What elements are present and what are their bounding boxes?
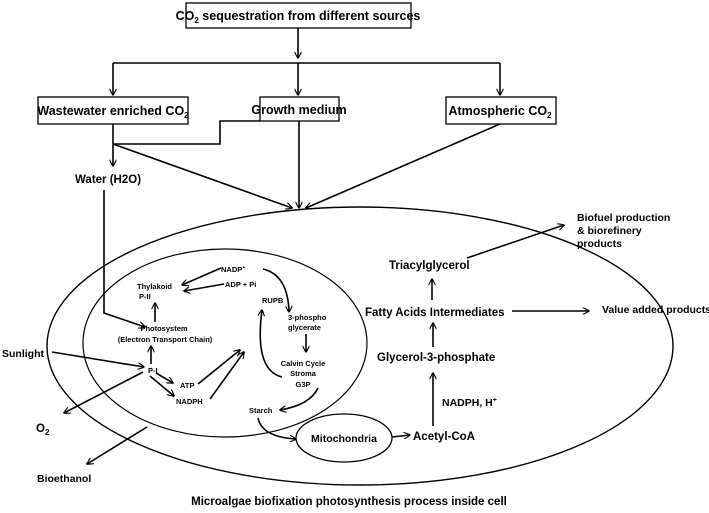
- growth-medium-label: Growth medium: [251, 103, 346, 117]
- mitochondria-label: Mitochondria: [311, 433, 377, 445]
- bioethanol-label: Bioethanol: [37, 473, 91, 485]
- nadph-label: NADPH: [176, 397, 203, 406]
- phosphoglycerate-label-2: glycerate: [288, 323, 321, 332]
- atmospheric-label: Atmospheric CO2: [448, 104, 552, 120]
- mitochondria-ellipse: [295, 413, 393, 463]
- thylakoid-label: Thylakoid: [137, 282, 172, 291]
- arrow-water-to-photosystem: [103, 190, 145, 327]
- arrow-wastewater-to-cell: [112, 143, 292, 208]
- adp-pi-label: ADP + Pi: [225, 280, 256, 289]
- nadp-label: NADP+: [221, 265, 245, 274]
- growth-to-water-connector: [113, 120, 260, 145]
- arrow-to-bioethanol: [87, 426, 148, 464]
- water-label: Water (H2O): [75, 174, 141, 186]
- biofuel-label-3: products: [577, 238, 622, 250]
- arrow-to-biofuel: [466, 225, 564, 259]
- arrow-mitochondria-to-acetyl: [391, 435, 410, 437]
- sunlight-label: Sunlight: [2, 348, 44, 360]
- diagram-caption: Microalgae biofixation photosynthesis pr…: [191, 496, 507, 508]
- title-box: [185, 2, 412, 29]
- title-text: CO2 sequestration from different sources: [176, 9, 421, 25]
- arrow-calvin-to-rupb: [260, 310, 283, 378]
- wastewater-label: Wastewater enriched CO2: [37, 104, 189, 120]
- arrow-p1-to-atp: [155, 372, 173, 383]
- arrow-g3p-to-starch: [280, 387, 319, 410]
- rupb-label: RUPB: [262, 296, 284, 305]
- arrow-starch-to-mitochondria: [257, 417, 296, 439]
- p1-label: P-I: [148, 366, 158, 375]
- calvin-cycle-label: Calvin Cycle: [281, 359, 326, 368]
- biofuel-label-1: Biofuel production: [577, 212, 670, 224]
- triacylglycerol-label: Triacylglycerol: [389, 260, 470, 272]
- value-added-label: Value added products: [602, 304, 709, 316]
- g3p-label: G3P: [295, 380, 310, 389]
- arrow-adp-to-thylakoid: [184, 283, 225, 291]
- glycerol-3-phosphate-label: Glycerol-3-phosphate: [377, 352, 495, 364]
- fatty-acids-label: Fatty Acids Intermediates: [365, 307, 505, 319]
- growth-medium-box: [259, 96, 340, 122]
- arrow-sunlight: [51, 351, 144, 367]
- atmospheric-box: [445, 96, 557, 125]
- p2-label: P-II: [139, 292, 151, 301]
- arrow-nadph-to-calvin: [209, 352, 244, 400]
- starch-label: Starch: [249, 406, 273, 415]
- arrow-to-oxygen: [64, 371, 144, 413]
- oxygen-label: O2: [36, 423, 50, 437]
- nadph-h-label: NADPH, H+: [442, 397, 497, 409]
- arrow-to-phosphoglycerate: [262, 268, 289, 312]
- phosphoglycerate-label-1: 3-phospho: [288, 313, 327, 322]
- biofuel-label-2: & biorefinery: [577, 225, 642, 237]
- arrow-atmospheric-to-cell: [306, 123, 501, 208]
- cell-membrane: [46, 206, 674, 486]
- photosystem-label: Photosystem: [140, 324, 187, 333]
- arrow-p1-to-nadph: [149, 375, 174, 396]
- etc-label: (Electron Transport Chain): [118, 335, 213, 344]
- stroma-label: Stroma: [290, 369, 317, 378]
- atp-label: ATP: [180, 381, 194, 390]
- arrow-nadp-to-thylakoid: [182, 267, 222, 285]
- acetyl-coa-label: Acetyl-CoA: [413, 431, 475, 443]
- chloroplast-ellipse: [82, 248, 368, 438]
- arrow-atp-to-calvin: [197, 350, 240, 385]
